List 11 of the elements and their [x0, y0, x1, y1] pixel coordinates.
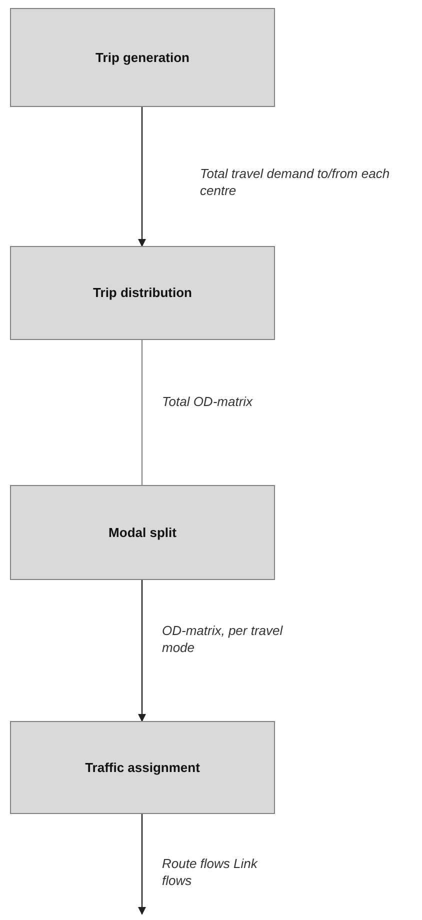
arrow — [138, 107, 146, 247]
process-box — [10, 246, 275, 340]
arrow — [138, 580, 146, 722]
box-label: Traffic assignment — [85, 758, 200, 777]
box-label: Modal split — [108, 524, 176, 542]
arrow — [138, 814, 146, 915]
box-label: Trip generation — [96, 48, 190, 67]
process-box — [10, 721, 275, 814]
box-label: Trip distribution — [93, 284, 192, 302]
process-box — [10, 8, 275, 107]
process-box — [10, 485, 275, 580]
